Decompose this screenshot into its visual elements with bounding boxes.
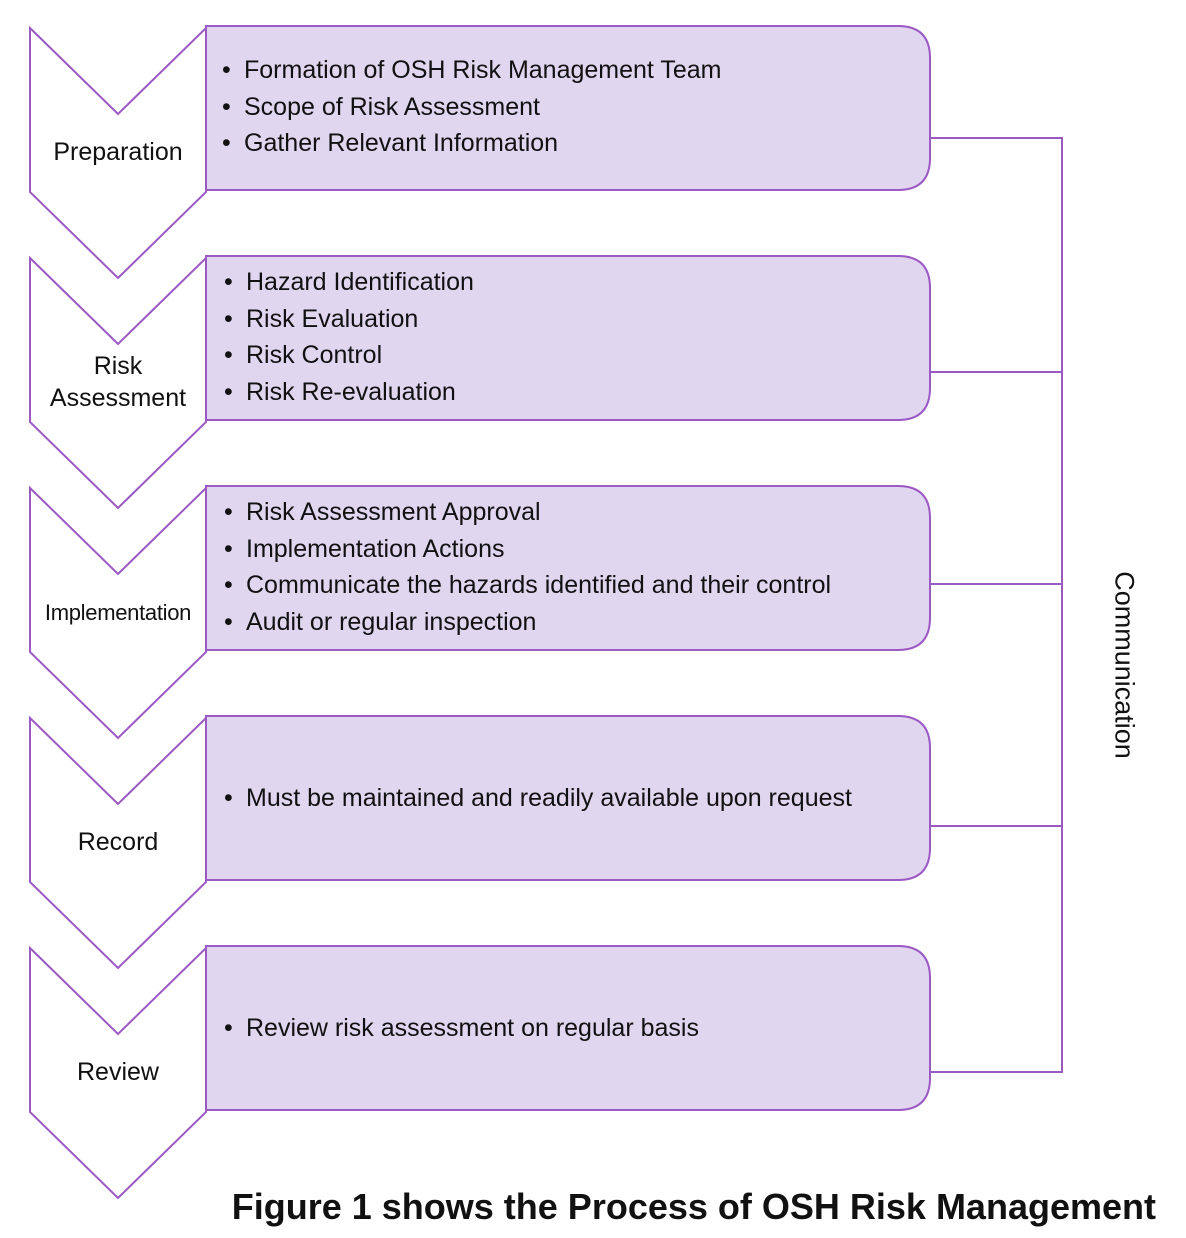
- list-item: Risk Control: [224, 337, 474, 374]
- implementation-list: Risk Assessment Approval Implementation …: [224, 494, 831, 641]
- stage-label-implementation: Implementation: [44, 600, 192, 625]
- chevron-record: [29, 715, 207, 970]
- stage-label-risk-assessment: Risk Assessment: [49, 352, 187, 412]
- list-item: Risk Evaluation: [224, 301, 474, 338]
- risk-assessment-list: Hazard Identification Risk Evaluation Ri…: [224, 264, 474, 411]
- list-item: Audit or regular inspection: [224, 604, 831, 641]
- list-item: Formation of OSH Risk Management Team: [222, 52, 722, 89]
- list-item: Hazard Identification: [224, 264, 474, 301]
- stage-label-preparation: Preparation: [53, 138, 183, 166]
- list-item: Gather Relevant Information: [222, 125, 722, 162]
- stage-label-record: Record: [77, 828, 159, 856]
- list-item: Risk Assessment Approval: [224, 494, 831, 531]
- list-item: Risk Re-evaluation: [224, 374, 474, 411]
- chevron-implementation: [29, 485, 207, 740]
- figure-caption: Figure 1 shows the Process of OSH Risk M…: [231, 1186, 1156, 1227]
- communication-bracket: [930, 137, 1063, 1073]
- list-item: Review risk assessment on regular basis: [224, 1010, 699, 1047]
- list-item: Implementation Actions: [224, 531, 831, 568]
- communication-label: Communication: [1109, 571, 1140, 759]
- preparation-list: Formation of OSH Risk Management Team Sc…: [222, 52, 722, 162]
- record-list: Must be maintained and readily available…: [224, 780, 852, 817]
- review-list: Review risk assessment on regular basis: [224, 1010, 699, 1047]
- list-item: Communicate the hazards identified and t…: [224, 567, 831, 604]
- list-item: Scope of Risk Assessment: [222, 89, 722, 126]
- list-item: Must be maintained and readily available…: [224, 780, 852, 817]
- chevron-preparation: [29, 25, 207, 280]
- chevron-risk-assessment: [29, 255, 207, 510]
- chevron-review: [29, 945, 207, 1200]
- stage-label-review: Review: [77, 1058, 159, 1086]
